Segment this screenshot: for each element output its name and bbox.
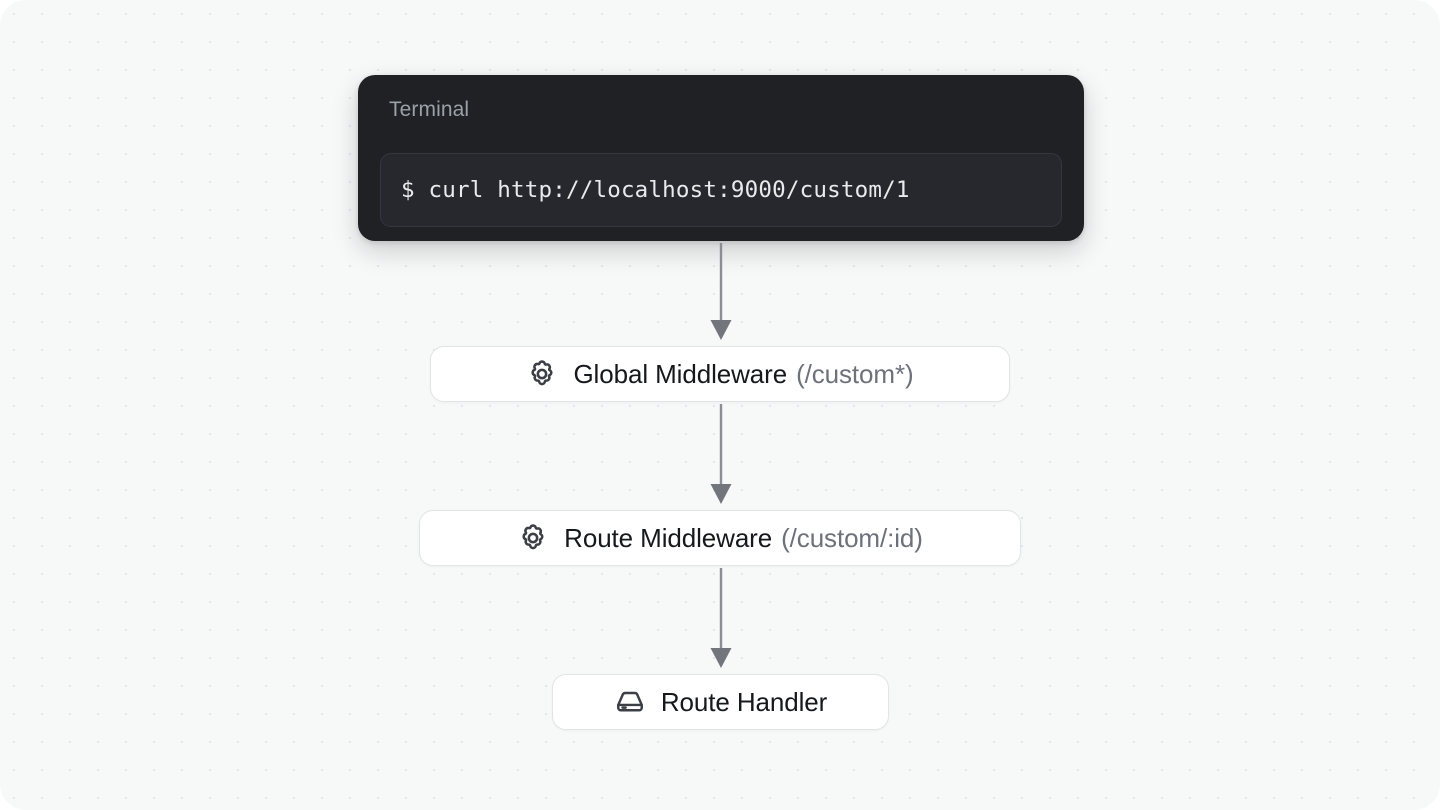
flow-node-label: Route Middleware: [564, 523, 773, 553]
flow-node-label: Global Middleware: [573, 359, 788, 389]
flow-node-label: Route Handler: [660, 687, 828, 717]
flow-node-route-handler[interactable]: Route Handler: [552, 674, 889, 730]
flow-node-global-middleware[interactable]: Global Middleware (/custom*): [430, 346, 1010, 402]
terminal-command-box[interactable]: $ curl http://localhost:9000/custom/1: [380, 153, 1062, 227]
terminal-command-text: $ curl http://localhost:9000/custom/1: [401, 177, 910, 203]
flow-node-path: (/custom/:id): [781, 523, 923, 553]
terminal-title: Terminal: [389, 98, 470, 121]
flow-node-route-middleware[interactable]: Route Middleware (/custom/:id): [419, 510, 1021, 566]
gear-icon: [517, 522, 549, 554]
flow-node-path: (/custom*): [796, 359, 914, 389]
gear-icon: [526, 358, 558, 390]
hard-drive-icon: [614, 686, 646, 718]
terminal-card: Terminal $ curl http://localhost:9000/cu…: [358, 75, 1084, 241]
